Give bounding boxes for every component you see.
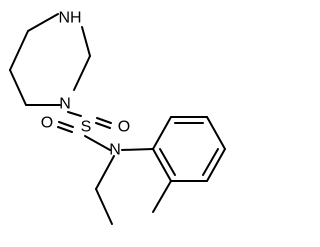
ring-bond (9, 30, 29, 71)
nh-label: NH (58, 10, 81, 27)
so-double-bond-left (57, 121, 74, 133)
diazepane-ring (9, 13, 91, 106)
ring-nitrogen-label: N (59, 96, 71, 113)
molecule-structure-diagram: NH N S O O N (9, 10, 226, 225)
oxygen-label-right: O (118, 119, 130, 136)
ring-bond (73, 55, 91, 91)
s-n-bond (84, 135, 111, 151)
n-aryl-bond (121, 148, 154, 151)
ring-bond (9, 69, 27, 106)
n-s-bond (67, 111, 82, 117)
ring-bond (27, 13, 59, 32)
benzene-ring (152, 116, 226, 182)
amide-nitrogen-label: N (109, 142, 121, 159)
oxygen-label-left: O (41, 115, 53, 132)
ethyl-group (95, 155, 115, 225)
atom-labels: NH N S O O N (41, 10, 130, 159)
methyl-group (152, 180, 172, 213)
ring-bond (81, 26, 91, 57)
sulfur-label: S (81, 119, 92, 136)
so-double-bond-right (95, 117, 112, 129)
